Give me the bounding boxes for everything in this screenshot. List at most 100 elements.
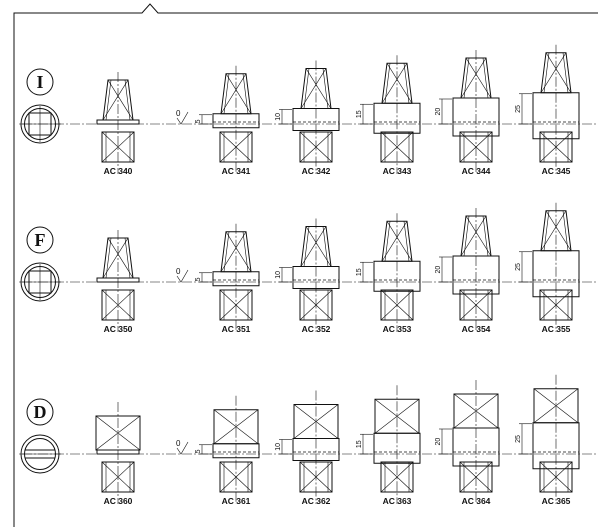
top-cross-a — [545, 210, 572, 251]
row-symbol-circle — [26, 226, 54, 254]
top-edge-right — [322, 68, 329, 109]
part-code: AC 342 — [302, 166, 331, 176]
roughness-value: 0 — [176, 439, 181, 448]
roughness-symbol — [176, 269, 189, 283]
roughness-symbol — [176, 441, 189, 455]
top-cross-b — [300, 68, 327, 109]
top-cross-b — [453, 393, 499, 429]
part-code: AC 354 — [462, 324, 491, 334]
top-edge-left — [223, 231, 230, 272]
part-code: AC 351 — [222, 324, 251, 334]
part-ac-365: 25 AC 365 — [515, 374, 580, 506]
dim-value: 10 — [275, 113, 282, 121]
part-code: AC 343 — [383, 166, 412, 176]
top-cross-b — [102, 79, 129, 121]
part-code: AC 345 — [542, 166, 571, 176]
part-code: AC 365 — [542, 496, 571, 506]
top-edge-right — [322, 226, 329, 267]
dim-value: 5 — [195, 119, 202, 123]
part-ac-351: 5 AC 351 — [195, 223, 260, 334]
top-cone — [102, 237, 134, 279]
top-edge-left — [384, 221, 391, 262]
part-code: AC 363 — [383, 496, 412, 506]
dim-value: 5 — [195, 449, 202, 453]
part-ac-350: AC 350 — [96, 230, 140, 334]
top-cross-b — [102, 237, 129, 279]
part-ac-341: 5 AC 341 — [195, 65, 260, 176]
top-cross-a — [465, 215, 492, 257]
row-symbol-letter: I — [36, 72, 43, 92]
row-symbol-letter: D — [34, 402, 47, 422]
roughness-symbol — [176, 111, 189, 125]
top-edge-left — [105, 79, 112, 121]
part-code: AC 344 — [462, 166, 491, 176]
top-edge-left — [543, 210, 550, 251]
dim-value: 5 — [195, 277, 202, 281]
part-ac-342: 10 AC 342 — [275, 60, 340, 176]
lower-cross-b — [101, 289, 135, 321]
top-edge-left — [303, 226, 310, 267]
top-cross-b — [460, 215, 487, 257]
part-code: AC 362 — [302, 496, 331, 506]
top-cross-b — [95, 415, 141, 451]
dim-value: 15 — [356, 110, 363, 118]
top-edge-right — [124, 79, 131, 121]
top-edge-left — [105, 237, 112, 279]
top-edge-left — [223, 73, 230, 114]
top-edge-left — [463, 57, 470, 99]
part-ac-354: 20 AC 354 — [435, 208, 500, 334]
top-cross-a — [386, 63, 413, 104]
top-edge-right — [562, 210, 569, 251]
roughness-value: 0 — [176, 267, 181, 276]
part-code: AC 361 — [222, 496, 251, 506]
top-cross-a — [225, 73, 252, 114]
top-edge-right — [403, 63, 410, 104]
part-code: AC 360 — [104, 496, 133, 506]
top-cross-a — [225, 231, 252, 272]
top-cross-a — [107, 237, 134, 279]
top-cross-a — [545, 52, 572, 93]
top-edge-right — [482, 215, 489, 257]
dim-value: 20 — [435, 438, 442, 446]
dim-value: 25 — [515, 435, 522, 443]
row-symbol-circle — [26, 398, 54, 426]
lower-cross-b — [380, 461, 414, 493]
top-cross-b — [213, 409, 259, 444]
top-cone — [102, 79, 134, 121]
top-cross-b — [381, 221, 408, 262]
lower-cross-b — [101, 461, 135, 493]
lower-cross-b — [380, 289, 414, 321]
top-cross-a — [386, 221, 413, 262]
part-code: AC 355 — [542, 324, 571, 334]
top-cross-b — [374, 399, 420, 434]
top-cross-b — [533, 388, 579, 423]
dim-value: 20 — [435, 108, 442, 116]
top-edge-right — [124, 237, 131, 279]
part-code: AC 350 — [104, 324, 133, 334]
dim-value: 10 — [275, 271, 282, 279]
dim-value: 20 — [435, 266, 442, 274]
lower-cross-b — [101, 131, 135, 163]
top-edge-left — [463, 215, 470, 257]
row-symbol-letter: F — [35, 230, 46, 250]
top-cross-b — [540, 52, 567, 93]
part-code: AC 341 — [222, 166, 251, 176]
part-code: AC 353 — [383, 324, 412, 334]
lower-cross-b — [380, 131, 414, 163]
part-ac-360: AC 360 — [95, 402, 141, 506]
part-ac-340: AC 340 — [96, 72, 140, 176]
dim-value: 25 — [515, 105, 522, 113]
part-ac-343: 15 AC 343 — [356, 55, 421, 176]
top-edge-left — [543, 52, 550, 93]
part-ac-345: 25 AC 345 — [515, 44, 580, 176]
top-cross-b — [220, 231, 247, 272]
